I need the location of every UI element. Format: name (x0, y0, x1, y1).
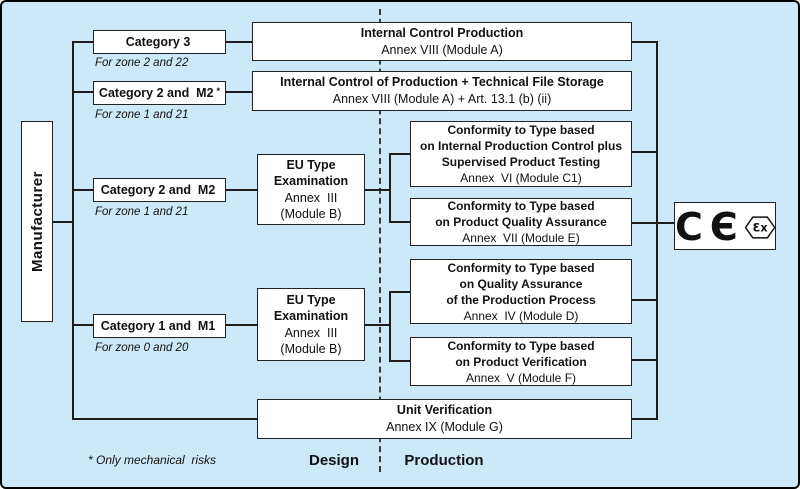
module-d-line3: of the Production Process (446, 292, 596, 307)
module-a-file-storage-box: Internal Control of Production + Technic… (252, 71, 632, 111)
connector-trunk-category1-m1 (72, 324, 93, 326)
connector-category2star-module-a (226, 91, 253, 93)
module-e-line2: on Product Quality Assurance (435, 215, 607, 229)
category-2-m2-star-label: Category 2 and M2 (98, 86, 214, 100)
branch1-line (389, 153, 391, 223)
ce-ex-marking-box: C Є Ɛx (674, 202, 776, 250)
connector-module-e-ce-mark (632, 222, 676, 224)
eu-type-examination-box-2: EU Type Examination Annex III (Module B) (257, 288, 365, 361)
module-d-line2: on Quality Assurance (459, 276, 583, 291)
zone-caption-category-2-star: For zone 1 and 21 (95, 109, 189, 121)
category-2-m2-star-asterisk: * (216, 86, 221, 96)
zone-caption-category-3: For zone 2 and 22 (95, 57, 189, 69)
eu-type1-line1: EU Type (286, 157, 336, 172)
connector-module-d-collector (632, 299, 658, 301)
connector-manufacturer-trunk (53, 221, 73, 223)
manufacturer-label: Manufacturer (28, 170, 46, 273)
design-phase-label: Design (308, 452, 359, 469)
eu-type2-annex: Annex III (284, 325, 338, 340)
ce-mark-e-icon: Є (709, 205, 738, 249)
category-1-m1-box: Category 1 and M1 (93, 314, 226, 338)
category-3-label: Category 3 (125, 35, 191, 49)
module-f-line1: Conformity to Type based (447, 338, 595, 353)
eu-type1-annex: Annex III (284, 190, 338, 205)
zone-caption-category-1: For zone 0 and 20 (95, 342, 189, 354)
module-a-annex: Annex VIII (Module A) (381, 42, 503, 57)
category-2-m2-star-box: Category 2 and M2* (93, 81, 226, 105)
trunk-line (72, 41, 74, 419)
module-g-title: Unit Verification (396, 403, 493, 417)
connector-trunk-category3 (72, 41, 93, 43)
connector-branch1-module-c1 (389, 153, 410, 155)
mechanical-risks-footnote: * Only mechanical risks (88, 453, 217, 467)
connector-branch1-module-e (389, 221, 410, 223)
connector-module-g-collector (632, 418, 658, 420)
module-f-box: Conformity to Type based on Product Veri… (410, 337, 632, 386)
module-c1-annex: Annex VI (Module C1) (460, 171, 582, 185)
module-f-annex: Annex V (Module F) (465, 370, 577, 385)
connector-category1-eu-type (226, 324, 258, 326)
design-production-divider (379, 9, 381, 472)
module-c1-line1: Conformity to Type based (447, 123, 595, 137)
category-2-m2-box: Category 2 and M2 (93, 178, 226, 202)
module-d-line1: Conformity to Type based (447, 260, 595, 275)
connector-eu-type1-branch (365, 189, 391, 191)
eu-type1-line2: Examination (273, 174, 349, 188)
module-d-annex: Annex IV (Module D) (463, 308, 579, 323)
eu-type1-module: (Module B) (280, 207, 342, 221)
collector-line (656, 41, 658, 420)
eu-type2-line2: Examination (273, 309, 349, 323)
module-e-annex: Annex VII (Module E) (462, 231, 580, 245)
connector-eu-type2-branch (365, 324, 391, 326)
module-g-annex: Annex IX (Module G) (386, 420, 503, 434)
connector-category2-eu-type (226, 189, 258, 191)
module-a-box: Internal Control Production Annex VIII (… (252, 22, 632, 61)
svg-text:Ɛx: Ɛx (752, 221, 768, 234)
category-3-box: Category 3 (93, 30, 226, 54)
eu-type-examination-box-1: EU Type Examination Annex III (Module B) (257, 154, 365, 225)
module-c1-box: Conformity to Type based on Internal Pro… (410, 121, 632, 187)
module-c1-line3: Supervised Product Testing (441, 155, 601, 169)
module-d-box: Conformity to Type based on Quality Assu… (410, 259, 632, 324)
category-2-m2-label: Category 2 and M2 (100, 183, 216, 197)
module-g-box: Unit Verification Annex IX (Module G) (257, 399, 632, 439)
connector-module-c1-collector (632, 151, 658, 153)
connector-branch2-module-f (389, 360, 410, 362)
module-a-file-storage-annex: Annex VIII (Module A) + Art. 13.1 (b) (i… (332, 92, 552, 106)
ex-hexagon-icon: Ɛx (744, 215, 775, 239)
branch2-line (389, 291, 391, 362)
module-a-file-storage-title: Internal Control of Production + Technic… (280, 75, 604, 89)
zone-caption-category-2: For zone 1 and 21 (95, 206, 189, 218)
module-f-line2: on Product Verification (455, 354, 587, 369)
module-c1-line2: on Internal Production Control plus (420, 139, 622, 153)
connector-trunk-unit-verification (72, 418, 258, 420)
module-a-title: Internal Control Production (360, 25, 524, 40)
eu-type2-line1: EU Type (286, 292, 336, 307)
production-phase-label: Production (404, 452, 484, 469)
eu-type2-module: (Module B) (280, 342, 342, 356)
module-e-line1: Conformity to Type based (447, 199, 595, 213)
connector-module-f-collector (632, 359, 658, 361)
ce-mark-c-icon: C (675, 205, 703, 249)
connector-branch2-module-d (389, 291, 410, 293)
connector-trunk-category2-m2-star (72, 91, 93, 93)
connector-trunk-category2-m2 (72, 189, 93, 191)
connector-category3-module-a (226, 41, 253, 43)
category-1-m1-label: Category 1 and M1 (100, 319, 216, 333)
manufacturer-box: Manufacturer (21, 121, 53, 322)
connector-module-a-collector (632, 41, 658, 43)
module-e-box: Conformity to Type based on Product Qual… (410, 198, 632, 246)
